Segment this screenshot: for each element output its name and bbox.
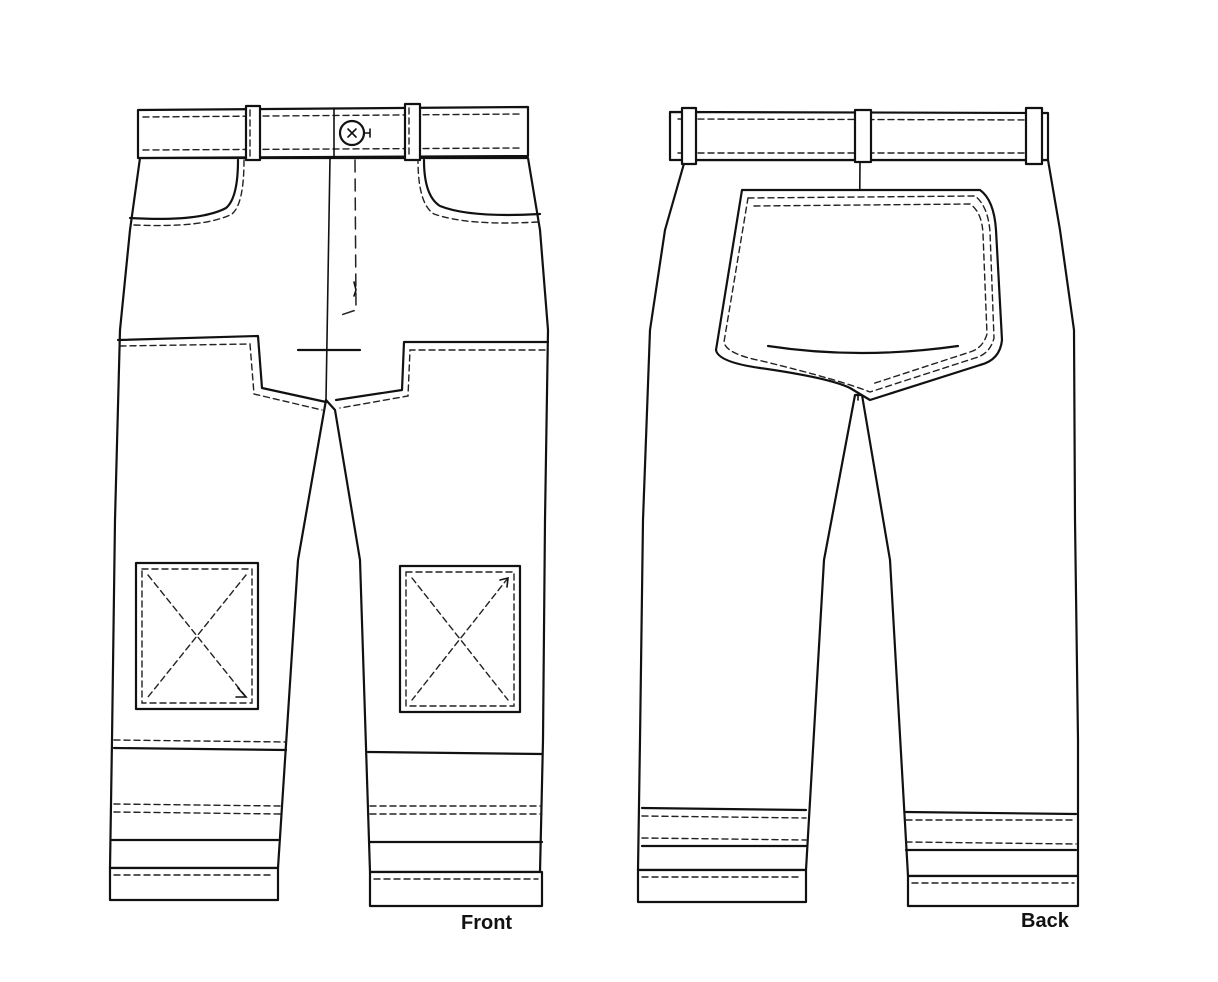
back-view bbox=[636, 106, 1080, 908]
back-hem-bands bbox=[640, 806, 1078, 852]
front-view-label: Front bbox=[461, 912, 513, 934]
front-cuff-left bbox=[108, 866, 280, 902]
front-belt-loop-left bbox=[244, 104, 262, 162]
back-cuff-left bbox=[636, 868, 808, 904]
front-view bbox=[108, 102, 550, 908]
back-pocket bbox=[714, 188, 1004, 402]
waist-button-icon bbox=[338, 119, 371, 147]
front-waistband bbox=[136, 105, 530, 160]
fly-topstitch bbox=[337, 159, 357, 317]
center-front-seam bbox=[325, 157, 331, 401]
front-pocket-left bbox=[128, 158, 245, 227]
back-view-label: Back bbox=[1021, 910, 1069, 932]
front-yoke-seam bbox=[116, 334, 550, 411]
back-belt-loop-center bbox=[853, 108, 873, 164]
back-belt-loop-right bbox=[1024, 106, 1044, 166]
knee-patch-left bbox=[134, 561, 260, 711]
back-cuff-right bbox=[906, 874, 1080, 908]
knee-patch-right bbox=[398, 564, 522, 714]
front-hem-bands bbox=[110, 739, 544, 844]
front-belt-loop-right bbox=[403, 102, 422, 162]
back-belt-loop-left bbox=[680, 106, 698, 166]
front-cuff-right bbox=[368, 870, 544, 908]
front-pocket-right bbox=[417, 158, 542, 224]
